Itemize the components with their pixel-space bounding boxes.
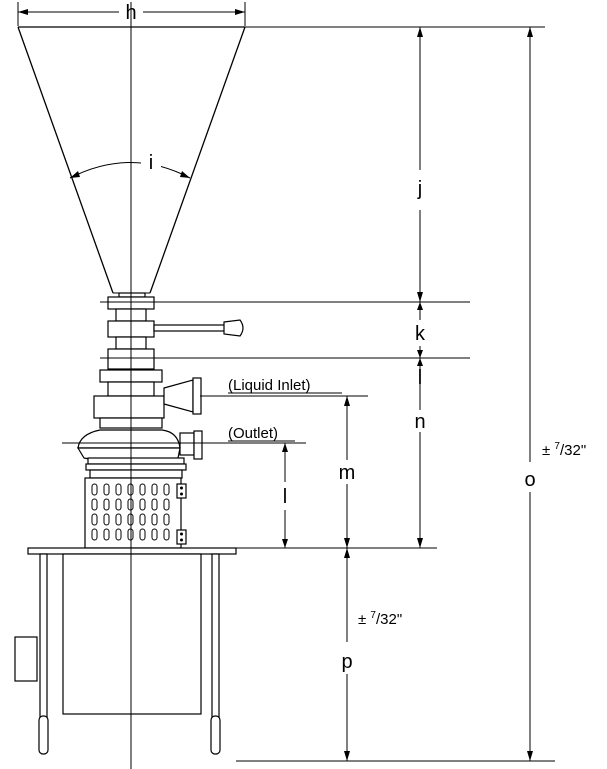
callout-liquid-inlet: (Liquid Inlet) — [228, 377, 311, 394]
dimension-label-i: i — [149, 152, 153, 174]
dimension-i: i — [69, 150, 191, 179]
extension-lines — [62, 26, 555, 762]
dimension-label-m: m — [339, 462, 356, 484]
dimension-l-lower: l — [282, 443, 288, 548]
motor-guard — [84, 477, 187, 549]
dimension-label-p: p — [341, 651, 352, 673]
dimension-m: m — [339, 396, 356, 548]
dimension-label-k: k — [415, 323, 426, 345]
dimension-n: n — [414, 358, 426, 548]
callout-outlet: (Outlet) — [228, 425, 278, 442]
valve-stack — [76, 296, 244, 479]
tolerance-p: ± 7/32" — [358, 610, 402, 628]
dimension-label-l-lower: l — [283, 486, 287, 508]
dimension-label-n: n — [414, 411, 425, 433]
dimension-label-o: o — [524, 469, 535, 491]
dimension-p: p — [341, 548, 353, 761]
dimension-k: k — [415, 302, 426, 358]
tolerance-o: ± 7/32" — [542, 441, 586, 459]
dimension-label-j: j — [417, 178, 422, 200]
stand — [14, 547, 237, 755]
dimension-j: j — [417, 27, 423, 302]
dimension-o: o — [524, 27, 536, 761]
